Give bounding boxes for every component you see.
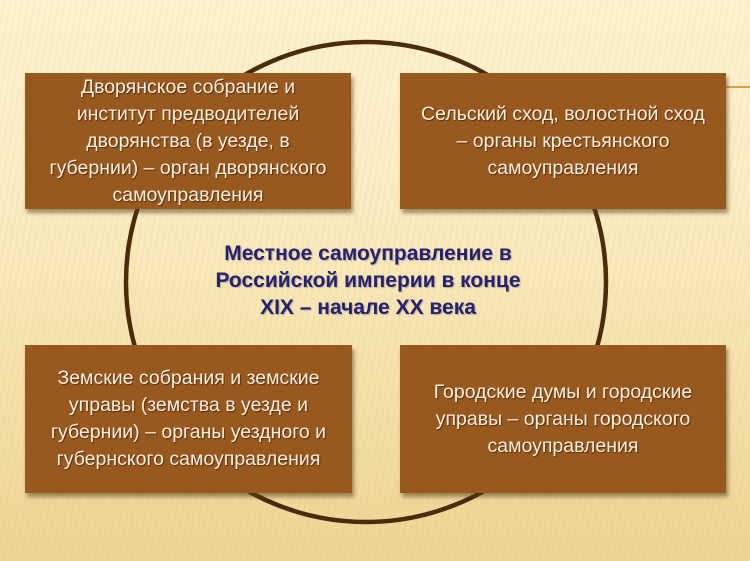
box-zemstvo-self-government: Земские собрания и земские управы (земст… <box>25 345 352 493</box>
decorative-accent-line <box>718 86 750 88</box>
box-text-line: самоуправления <box>487 434 639 457</box>
box-text-line: управы (земства в уезде и <box>68 394 309 416</box>
box-text-line: Сельский сход, волостной сход <box>421 102 705 125</box>
box-text-line: Земские собрания и земские <box>57 367 320 389</box>
box-text-line: – органы крестьянского <box>456 129 670 152</box>
box-text-line: дворянства (в уезде, в <box>86 129 290 152</box>
title-line: Российской империи в конце <box>215 269 521 292</box>
title-line: XIX – начале XX века <box>260 296 476 319</box>
box-city-self-government: Городские думы и городские управы – орга… <box>400 345 726 493</box>
box-text-line: управы – органы городского <box>435 407 691 430</box>
box-text-line: институт предводителей <box>76 102 300 125</box>
box-text-line: губернии) – органы уездного и <box>50 421 327 443</box>
box-text-line: губернии) – орган дворянского <box>49 156 327 179</box>
box-peasant-self-government: Сельский сход, волостной сход – органы к… <box>400 73 726 209</box>
box-text-line: самоуправления <box>487 156 639 179</box>
box-text-line: Дворянское собрание и <box>80 75 296 98</box>
box-text-line: Городские думы и городские <box>433 380 693 403</box>
box-nobility-self-government: Дворянское собрание и институт предводит… <box>25 73 351 209</box>
diagram-center-title: Местное самоуправление в Российской импе… <box>180 240 556 321</box>
box-text-line: губернского самоуправления <box>56 448 321 470</box>
title-line: Местное самоуправление в <box>224 242 512 265</box>
box-text-line: самоуправления <box>112 183 264 206</box>
